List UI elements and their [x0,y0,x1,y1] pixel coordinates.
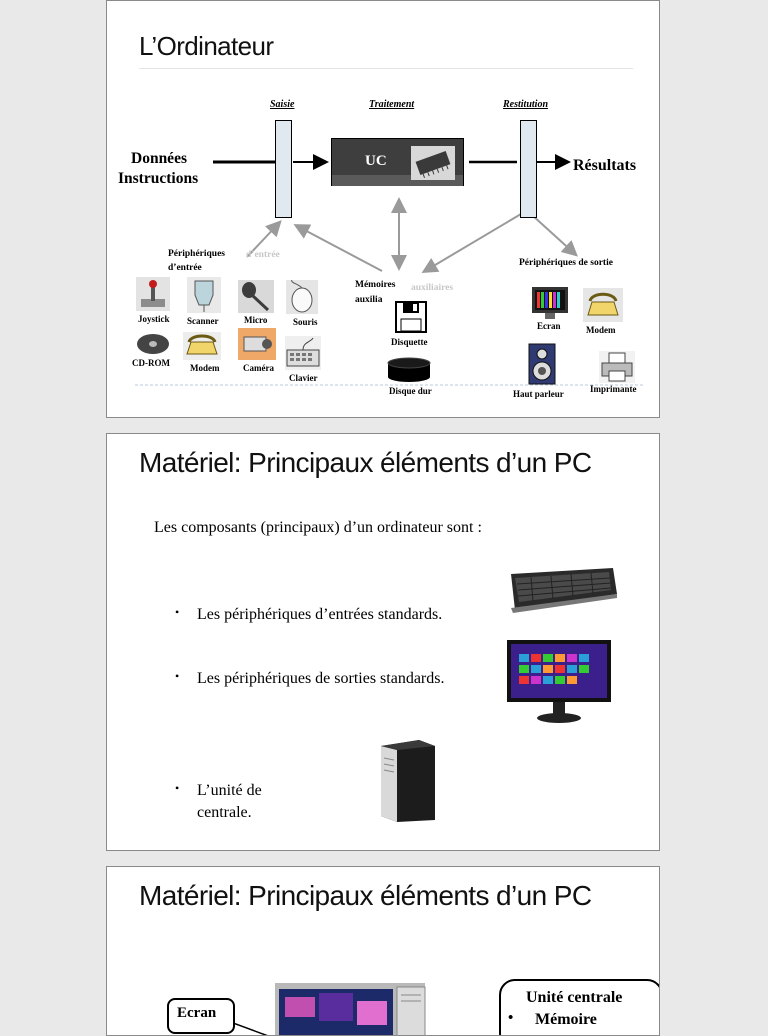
ecran-callout-label: Ecran [177,1005,217,1021]
modem-output-icon [583,288,623,322]
slide-principaux-elements: Matériel: Principaux éléments d’un PC Le… [106,433,660,851]
uc-bullet-dot: • [508,1010,514,1026]
uc-bullet-memoire: Mémoire [535,1011,597,1028]
bullet-dot: • [175,605,180,619]
input-donnees: Données [131,150,187,167]
monitor-image [507,640,611,723]
bullet-dot: • [175,669,180,683]
micro-label: Micro [244,315,268,325]
flow-arrows [135,154,645,386]
imprimante-icon [599,351,635,383]
clavier-label: Clavier [289,373,318,383]
keyboard-image [511,568,617,613]
haut-parleur-icon [528,343,556,385]
memoires-label-2: auxilia [355,295,383,305]
scanner-label: Scanner [187,316,219,326]
input-instructions: Instructions [118,170,199,187]
modem-output-label: Modem [586,325,616,335]
haut-parleur-label: Haut parleur [513,389,564,399]
restitution-bar [520,120,537,218]
ecran-icon [532,287,568,319]
peripheriques-entree-label-1: Périphériques [168,249,225,259]
bullet-entrees: Les périphériques d’entrées standards. [197,606,443,623]
camera-icon [238,328,276,360]
bullet-sorties: Les périphériques de sorties standards. [197,670,445,687]
ecran-label: Ecran [537,321,561,331]
micro-icon [238,280,274,313]
header-saisie: Saisie [270,99,295,110]
intro-text: Les composants (principaux) d’un ordinat… [154,519,482,536]
bullet-dot: • [175,781,180,795]
callout-pointer [233,1022,268,1035]
hard-disk-icon [387,357,431,382]
imprimante-label: Imprimante [590,384,637,394]
slide-title: L’Ordinateur [139,31,274,61]
peripheriques-entree-ghost: d’entrée [246,250,280,260]
desktop-pc-image [275,983,426,1035]
cdrom-label: CD-ROM [132,358,170,368]
camera-label: Caméra [243,363,274,373]
peripheriques-sortie-label: Périphériques de sortie [519,258,613,268]
clavier-icon [285,336,321,370]
memoires-label-1: Mémoires [355,280,396,290]
title-divider [139,68,633,69]
header-restitution: Restitution [503,99,549,110]
scanner-icon [187,277,221,313]
souris-icon [286,280,318,314]
slide-title: Matériel: Principaux éléments d’un PC [139,447,592,478]
header-traitement: Traitement [369,99,415,110]
slide-title: Matériel: Principaux éléments d’un PC [139,880,592,911]
disquette-label: Disquette [391,337,428,347]
modem-input-label: Modem [190,363,220,373]
peripheriques-entree-label-2: d’entrée [168,263,202,273]
output-resultats: Résultats [573,157,637,174]
souris-label: Souris [293,317,318,327]
slide-principaux-elements-2: Matériel: Principaux éléments d’un PC Ec… [106,866,660,1036]
unite-centrale-label: Unité centrale [526,989,623,1006]
joystick-label: Joystick [138,314,170,324]
saisie-bar [275,120,292,218]
cpu-chip-icon [411,146,455,180]
floppy-disk-icon [395,301,427,333]
joystick-icon [136,277,170,311]
memoires-ghost: auxiliaires [411,283,454,293]
bullet-unite-centrale: L’unité de centrale. [197,782,262,821]
tower-pc-image [381,740,435,822]
slide-ordinateur: L’Ordinateur Saisie Traitement Restituti… [106,0,660,418]
uc-label: UC [365,153,387,169]
modem-input-icon [183,332,221,360]
cdrom-icon [137,334,169,354]
disque-dur-label: Disque dur [389,386,432,396]
